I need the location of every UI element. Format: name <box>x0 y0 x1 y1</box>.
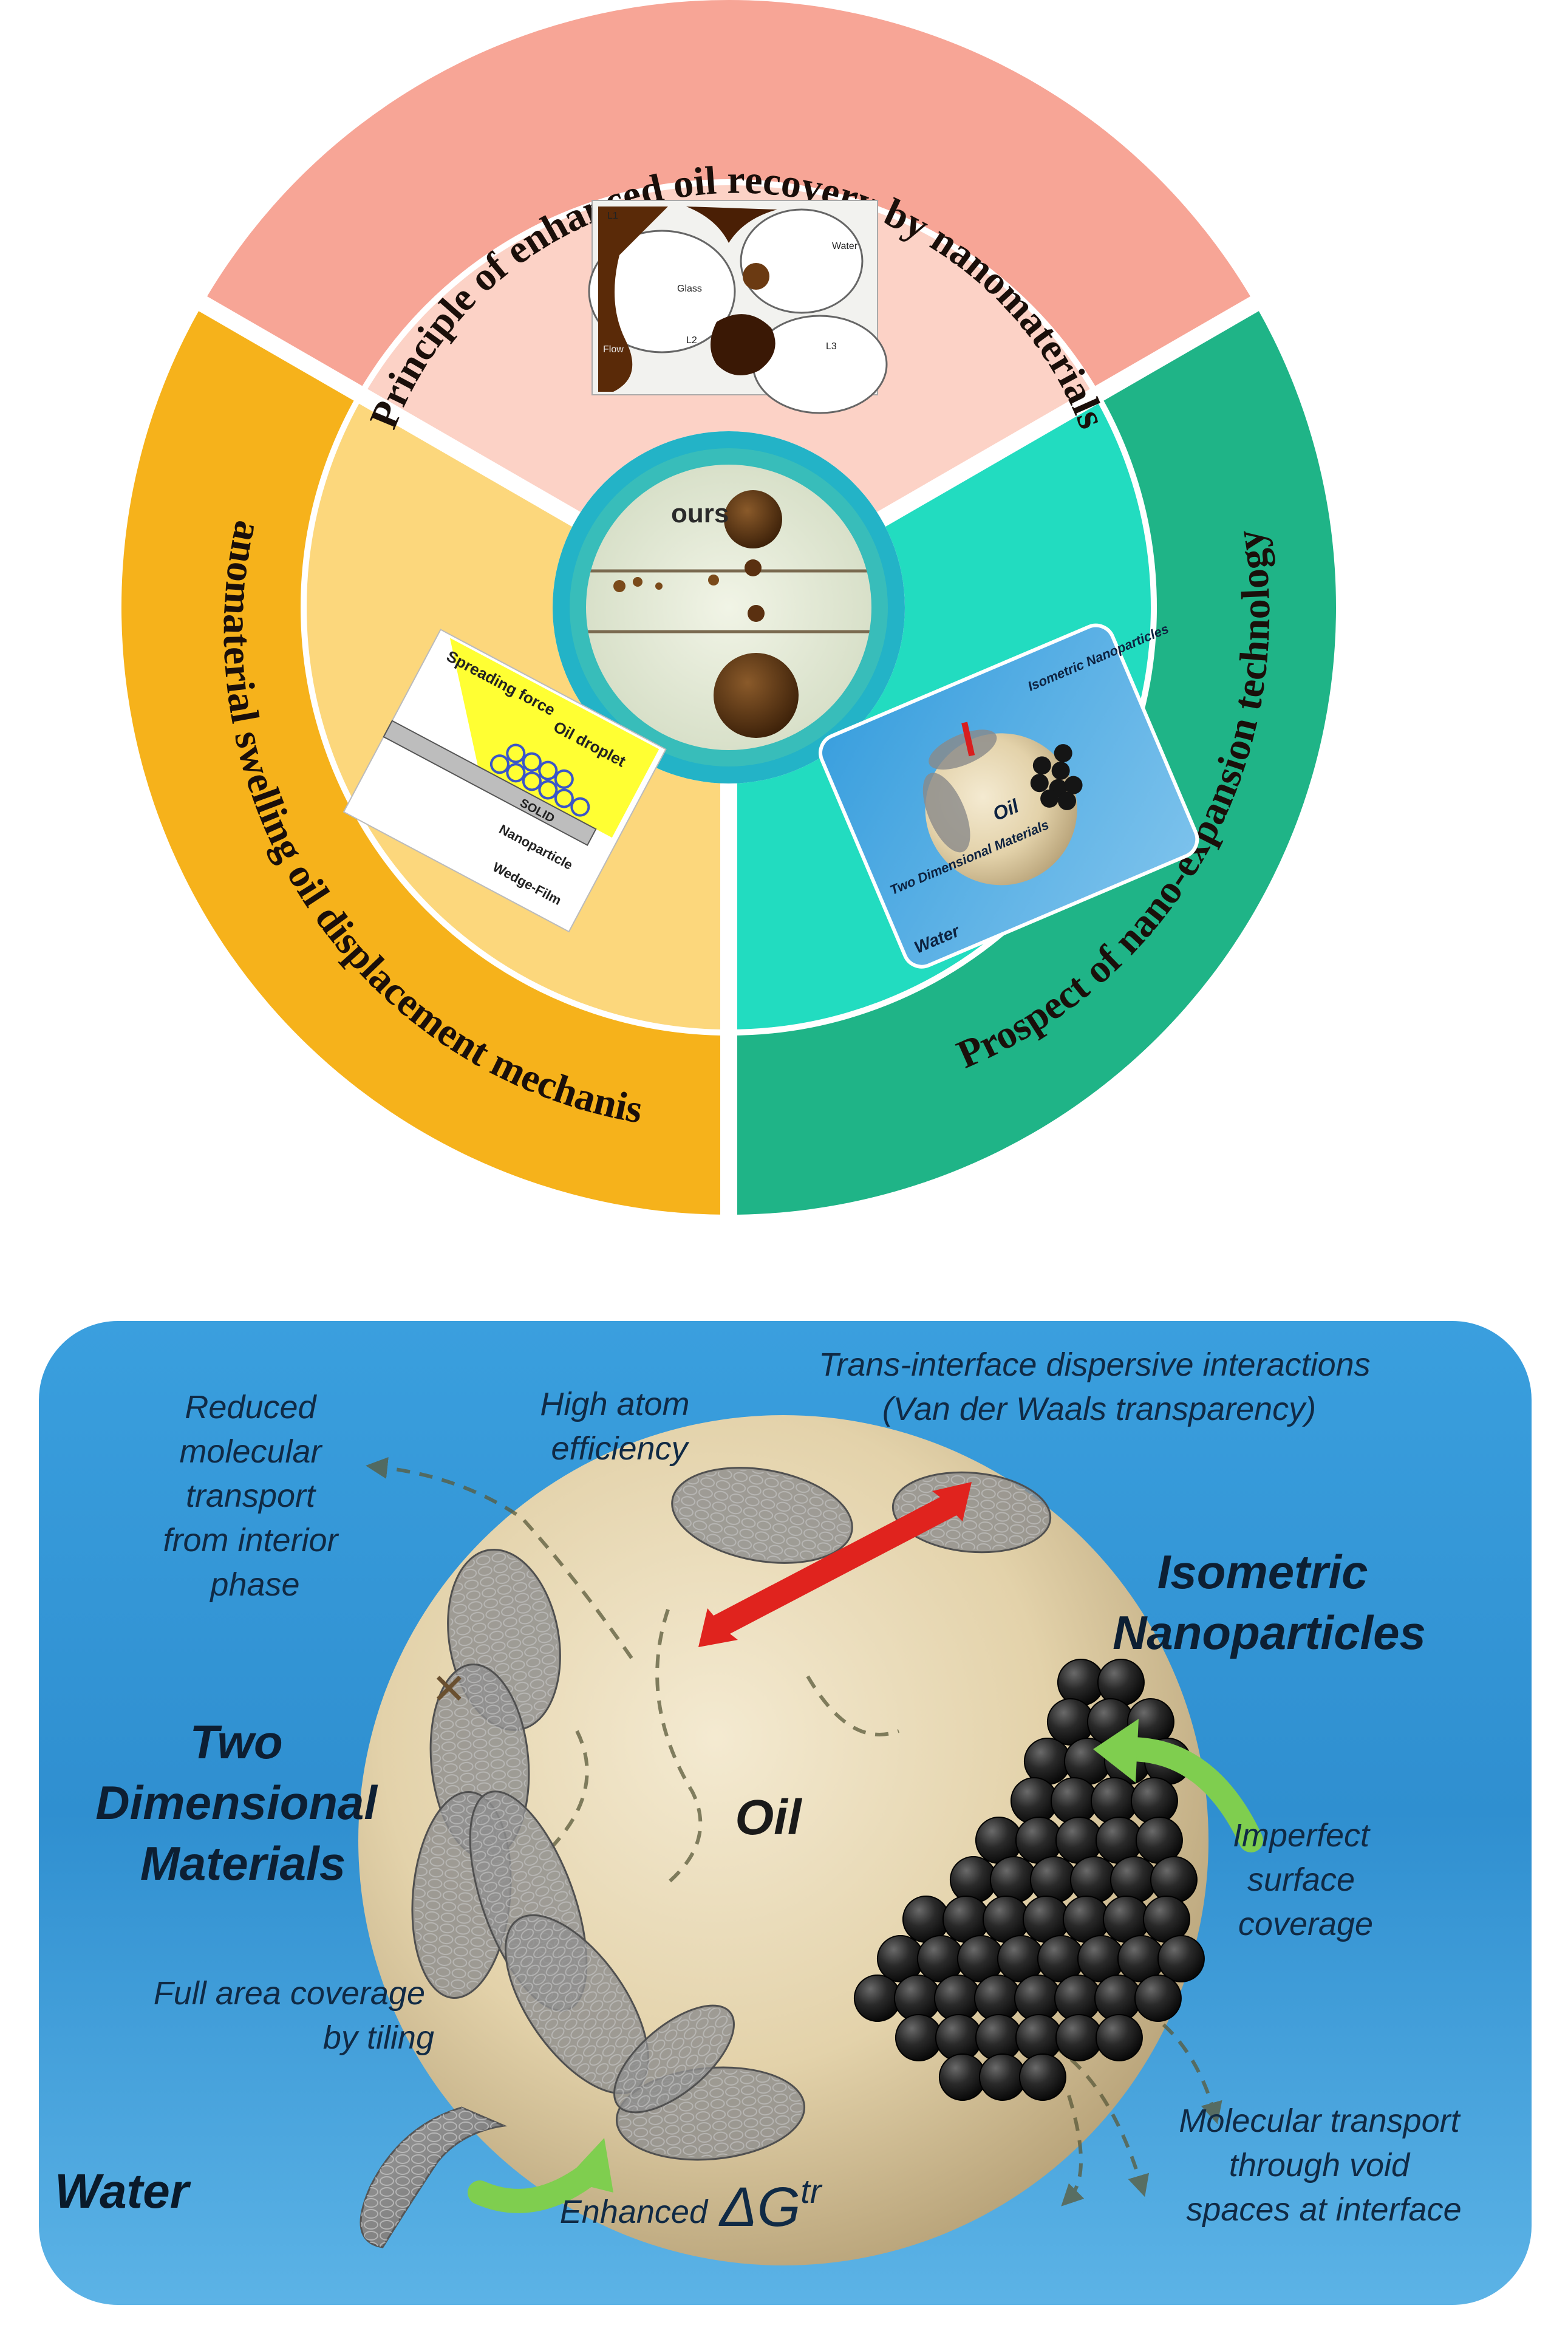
oil-flow-micrograph: L1 Water Glass Flow L2 L3 <box>588 200 888 414</box>
nanoparticle <box>1134 1975 1182 2022</box>
nanoparticle <box>1097 1659 1145 1706</box>
sheet-texture <box>616 2007 732 2111</box>
high-atom-note: High atom efficiency <box>540 1386 698 1467</box>
left-outer-sector <box>121 304 729 1215</box>
nanoparticle <box>1029 1856 1077 1903</box>
sheet-texture <box>895 1475 1048 1550</box>
svg-text:Water: Water <box>832 241 858 251</box>
two-dimensional-sheets <box>411 1467 1052 2161</box>
nanoparticle <box>1057 1659 1105 1706</box>
nanoparticle <box>1150 1856 1198 1903</box>
nanoparticle <box>1090 1777 1138 1824</box>
full-area-note: Full area coverage by tiling <box>154 1975 434 2056</box>
nanoparticle <box>1050 1777 1098 1824</box>
delta-g-symbol: ΔGtr <box>718 2172 823 2238</box>
mini-schematic-card: Oil Water Two Dimensional Materials Isom… <box>819 621 1199 969</box>
molecular-transport-note: Molecular transport through void spaces … <box>1179 2103 1468 2228</box>
nanoparticle <box>895 2014 943 2061</box>
svg-text:Flow: Flow <box>603 344 624 355</box>
sector-divider <box>877 295 1262 527</box>
nanoparticle <box>938 2053 986 2101</box>
nanoparticle <box>1095 2014 1143 2061</box>
loose-2d-sheet <box>360 2106 508 2248</box>
svg-text:Glass: Glass <box>677 284 702 294</box>
reduced-transport-note: Reduced molecular transport from interio… <box>163 1389 347 1603</box>
nanomaterial-schematic: ✕ Oil Water Two Dimensional Materials Is… <box>39 1321 1532 2305</box>
nanoparticle <box>1069 1856 1117 1903</box>
nanoparticle <box>1130 1777 1178 1824</box>
blocked-mark: ✕ <box>431 1665 467 1713</box>
wedge-film-diagram: Spreading force Oil droplet SOLID Nanopa… <box>343 629 667 933</box>
nanoparticle <box>1055 2014 1103 2061</box>
sheet-texture <box>508 1917 646 2091</box>
nanoparticle <box>1110 1856 1157 1903</box>
enhanced-note: Enhanced <box>560 2194 709 2230</box>
interaction-double-arrow <box>698 1482 972 1647</box>
trans-interface-note: Trans-interface dispersive interactions … <box>819 1347 1379 1427</box>
nanoparticle <box>989 1856 1037 1903</box>
top-outer-sector <box>202 0 1255 395</box>
svg-text:ours: ours <box>671 499 729 528</box>
nanoparticle <box>978 2053 1026 2101</box>
wheel-diagram: Principle of enhanced oil recovery by na… <box>0 0 1336 1218</box>
isometric-nanoparticles <box>853 1659 1205 2101</box>
nanoparticle <box>1010 1777 1058 1824</box>
right-outer-sector <box>729 304 1336 1215</box>
nanoparticle <box>1018 2053 1066 2101</box>
oil-label: Oil <box>735 1790 803 1845</box>
two-d-title: Two Dimensional Materials <box>95 1715 390 1890</box>
svg-text:L2: L2 <box>686 335 697 346</box>
center-droplet-image: ours <box>553 431 905 783</box>
water-label: Water <box>55 2164 191 2218</box>
imperfect-coverage-note: Imperfect surface coverage <box>1233 1817 1379 1942</box>
sheet-texture <box>674 1470 850 1561</box>
nanoparticle <box>1157 1935 1205 1982</box>
nanoparticle <box>949 1856 997 1903</box>
iso-title: Isometric Nanoparticles <box>1113 1545 1426 1659</box>
sector-divider <box>196 295 581 527</box>
svg-text:L1: L1 <box>607 211 618 221</box>
svg-text:L3: L3 <box>826 341 837 352</box>
inner-ring-border <box>301 179 1157 1036</box>
imperfect-arrow-right <box>1093 1719 1263 1852</box>
enhanced-arrow-left <box>468 2138 613 2213</box>
sector-dividers <box>196 179 1262 1218</box>
nanoparticle <box>853 1975 901 2022</box>
